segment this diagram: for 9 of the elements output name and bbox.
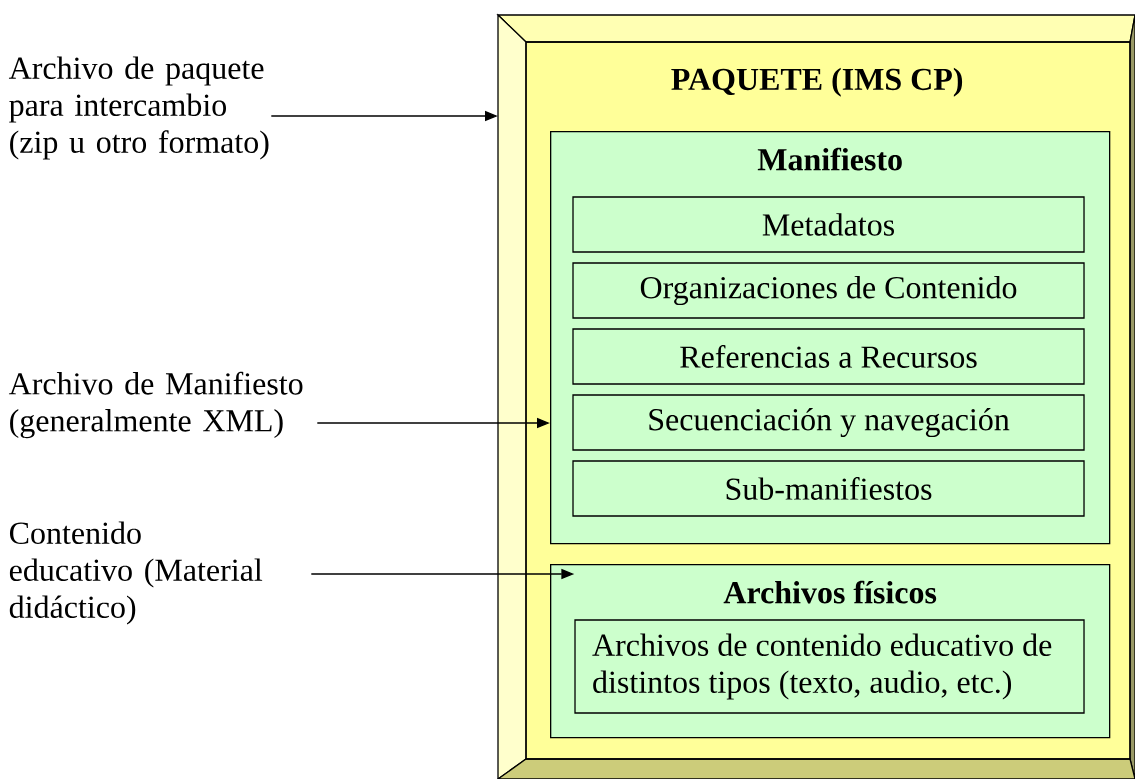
content-box: Secuenciación y navegación — [572, 394, 1085, 451]
content-box: Organizaciones de Contenido — [572, 262, 1085, 319]
content-box: Archivos de contenido educativo de distintos tipos (texto, audio, etc.) — [574, 619, 1085, 714]
content-box: Sub-manifiestos — [572, 460, 1085, 517]
content-box: Metadatos — [572, 196, 1085, 253]
annotation-text: Archivo de paquete para intercambio (zip u otro formato) — [8, 56, 269, 160]
annotation-text: Contenido educativo (Material didáctico) — [9, 521, 263, 625]
content-box: Referencias a Recursos — [572, 328, 1085, 385]
annotation-text: Archivo de Manifiesto (generalmente XML) — [8, 371, 303, 439]
